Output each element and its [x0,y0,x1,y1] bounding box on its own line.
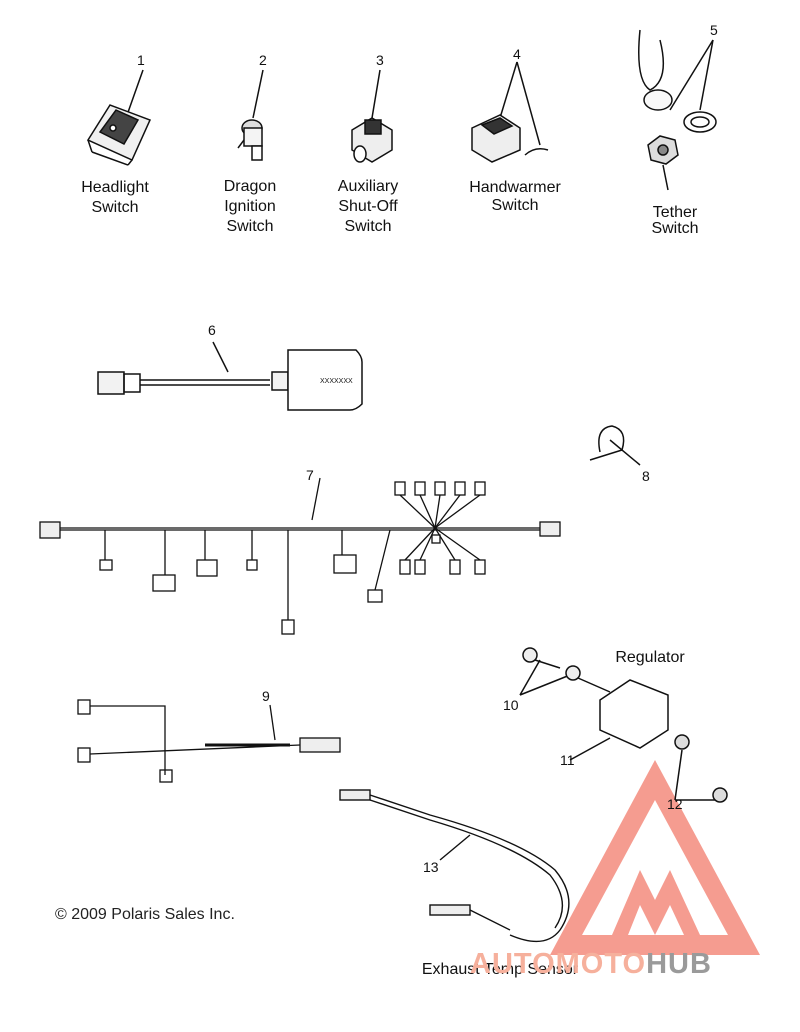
handwarmer-switch-icon [471,61,549,163]
part-number-3: 3 [376,52,384,68]
cable-tie-icon [589,425,641,466]
exhaust-temp-sensor-icon [339,789,570,943]
sub-harness-icon [77,699,341,783]
part-number-12: 12 [667,796,683,812]
auxiliary-shutoff-switch-icon [351,69,393,163]
part-number-6: 6 [208,322,216,338]
part-number-8: 8 [642,468,650,484]
module-code-text: XXXXXXX [320,378,353,385]
part-number-4: 4 [513,46,521,62]
part-number-1: 1 [137,52,145,68]
regulator-icon [519,647,728,803]
part-number-9: 9 [262,688,270,704]
part-number-13: 13 [423,859,439,875]
part-number-10: 10 [503,697,519,713]
main-wiring-harness-icon [39,477,561,635]
regulator-label: Regulator [615,649,685,666]
tether-switch-icon [638,29,717,191]
part-number-2: 2 [259,52,267,68]
exhaust-temp-sensor-label: Exhaust Temp Sensor [421,961,579,978]
ignition-switch-icon [237,69,264,161]
copyright-text: © 2009 Polaris Sales Inc. [55,906,235,923]
watermark-part1: AUTOMOTO [470,948,647,980]
headlight-switch-icon [86,69,152,166]
part-number-11: 11 [560,752,575,768]
watermark-text: AUTOMOTOHUB [470,948,712,981]
watermark-part2: HUB [646,948,712,980]
part-number-7: 7 [306,467,314,483]
watermark-logo [550,760,760,955]
part-number-5: 5 [710,22,718,38]
module-harness-icon [97,341,363,411]
